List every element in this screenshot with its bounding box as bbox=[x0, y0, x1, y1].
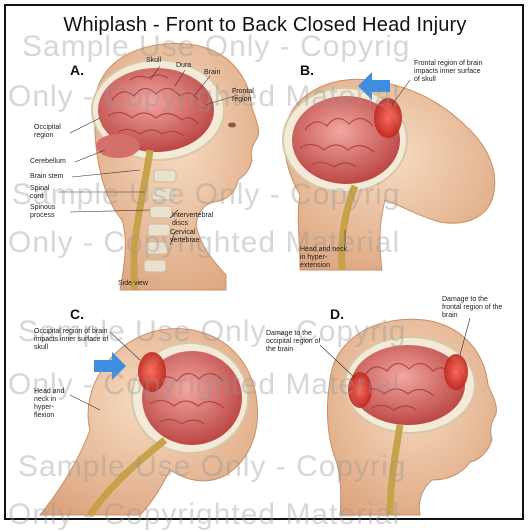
panel-a-cerebellum bbox=[96, 134, 140, 158]
label-occipital-impact: Occipital region of brain impacts inner … bbox=[34, 328, 110, 352]
panel-b-letter: B. bbox=[300, 62, 314, 78]
panel-d-frontal-damage bbox=[444, 354, 468, 390]
label-frontal-damage: Damage to the frontal region of the brai… bbox=[442, 296, 508, 320]
label-brain-stem: Brain stem bbox=[30, 173, 63, 181]
panel-d-occipital-damage bbox=[348, 372, 372, 408]
panel-d-letter: D. bbox=[330, 306, 344, 322]
label-spinous-process: Spinous process bbox=[30, 204, 68, 220]
panel-a-letter: A. bbox=[70, 62, 84, 78]
label-cerebellum: Cerebellum bbox=[30, 158, 66, 166]
label-skull: Skull bbox=[146, 57, 161, 65]
label-occipital-region: Occipital region bbox=[34, 124, 70, 140]
label-side-view: Side view bbox=[118, 280, 148, 288]
label-brain: Brain bbox=[204, 69, 220, 77]
label-frontal-impact: Frontal region of brain impacts inner su… bbox=[414, 60, 486, 84]
panel-c-illustration bbox=[40, 329, 258, 515]
panel-d-illustration bbox=[327, 319, 496, 515]
label-cervical-vertebrae: Cervical vertebrae bbox=[170, 229, 210, 245]
label-frontal-region: Frontal region bbox=[232, 88, 262, 104]
label-occipital-damage: Damage to the occipital region of the br… bbox=[266, 330, 328, 354]
label-hyperflexion: Head and neck in hyper-flexion bbox=[34, 388, 74, 420]
panel-c-occipital-injury bbox=[138, 352, 166, 392]
label-dura: Dura bbox=[176, 62, 191, 70]
label-intervertebral-discs: Intervertebral discs bbox=[172, 212, 224, 228]
panel-a-eye bbox=[228, 123, 236, 128]
label-hyperextension: Head and neck in hyper-extension bbox=[300, 246, 352, 270]
panel-b-illustration bbox=[283, 72, 495, 270]
panel-a-illustration bbox=[92, 43, 259, 290]
label-spinal-cord: Spinal cord bbox=[30, 185, 56, 201]
panel-c-letter: C. bbox=[70, 306, 84, 322]
figure-title: Whiplash - Front to Back Closed Head Inj… bbox=[0, 14, 530, 37]
panel-b-frontal-injury bbox=[374, 98, 402, 138]
